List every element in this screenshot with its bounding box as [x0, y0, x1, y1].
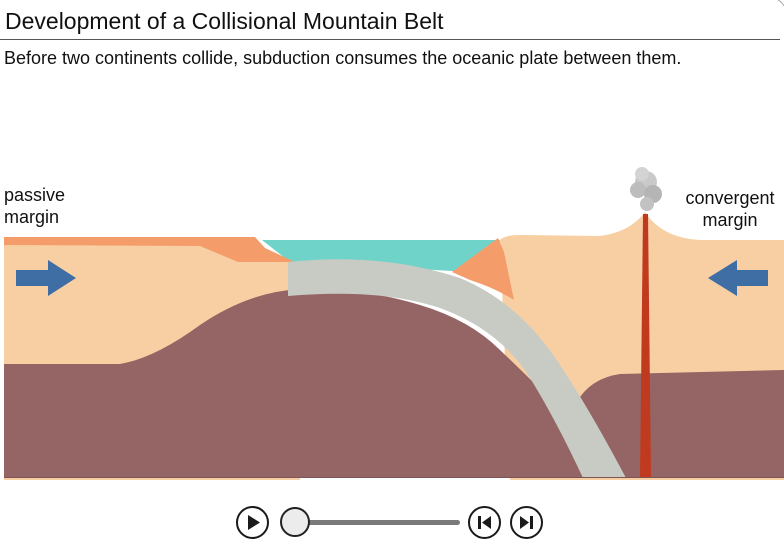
step-back-button[interactable]	[468, 506, 501, 539]
label-convergent-margin: convergent margin	[685, 188, 775, 230]
play-icon	[248, 515, 260, 530]
animation-controls	[236, 506, 550, 542]
title-divider	[0, 39, 780, 40]
timeline-slider[interactable]	[292, 520, 460, 525]
play-button[interactable]	[236, 506, 269, 539]
subducting-oceanic-plate	[288, 259, 626, 478]
step-caption: Before two continents collide, subductio…	[4, 48, 682, 68]
page-title: Development of a Collisional Mountain Be…	[5, 8, 444, 34]
step-forward-button[interactable]	[510, 506, 543, 539]
left-sediment-wedge	[4, 237, 295, 262]
timeline-thumb[interactable]	[280, 507, 310, 537]
label-passive-margin: passive margin	[4, 185, 66, 227]
ocean-basin	[262, 240, 500, 272]
step-back-icon	[478, 516, 491, 529]
cross-section-base	[4, 477, 784, 478]
corner-decoration	[777, 0, 784, 7]
step-forward-icon	[520, 516, 533, 529]
accretionary-wedge	[452, 238, 514, 300]
ash-plume-icon	[630, 167, 662, 211]
magma-conduit	[640, 214, 651, 477]
arrow-right-icon	[16, 260, 76, 296]
arrow-left-icon	[708, 260, 768, 296]
